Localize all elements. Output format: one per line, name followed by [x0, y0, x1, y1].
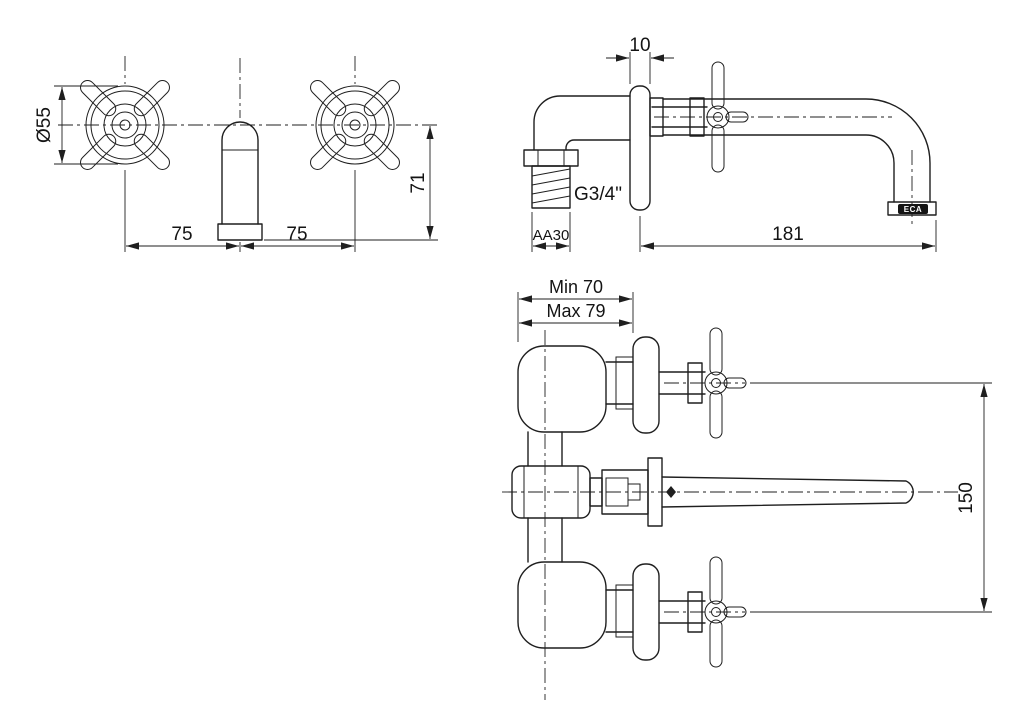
spout-reach-label: 181 — [772, 224, 804, 245]
thread-tail-side — [531, 165, 571, 209]
depth-min-label: Min 70 — [549, 277, 603, 297]
spacing-right-label: 75 — [286, 224, 307, 245]
top-elbow — [517, 345, 634, 433]
install-centerlines — [502, 330, 958, 700]
dim-center-distance: 150 — [750, 382, 992, 613]
bottom-elbow — [517, 561, 634, 649]
wall-plate-side — [629, 85, 651, 211]
depth-max-label: Max 79 — [546, 301, 605, 321]
spout-front — [217, 121, 263, 241]
dim-install-depth: Min 70 Max 79 — [517, 277, 634, 342]
spout-drop-label: 71 — [408, 172, 429, 193]
thread-size-label: G3/4" — [574, 184, 622, 205]
dim-plate-thickness: 10 — [606, 35, 674, 84]
installation-view: Min 70 Max 79 150 — [502, 277, 992, 700]
front-centerlines — [58, 56, 438, 126]
top-wall-plate — [632, 336, 660, 434]
side-centerlines — [654, 116, 913, 224]
inlet-body-side — [523, 95, 631, 167]
spout-installation — [647, 457, 914, 527]
top-handle — [658, 327, 747, 439]
front-view: Ø55 75 75 71 — [34, 56, 438, 252]
dim-tail-length: AA30 — [531, 212, 571, 252]
bottom-wall-plate — [632, 563, 660, 661]
tail-length-label: AA30 — [533, 227, 570, 244]
spacing-left-label: 75 — [171, 224, 192, 245]
aerator-dot — [666, 486, 676, 498]
handle-side — [651, 61, 749, 173]
plate-thickness-label: 10 — [629, 35, 650, 56]
mixer-body — [511, 431, 649, 563]
brand-label: ECA — [904, 205, 922, 214]
spout-side: ECA — [649, 97, 937, 216]
handle-diameter-label: Ø55 — [34, 107, 55, 143]
dim-spout-drop: 71 — [264, 126, 438, 241]
dim-handle-diameter: Ø55 — [34, 85, 118, 165]
center-distance-label: 150 — [956, 482, 977, 514]
side-view: G3/4" ECA 10 AA30 — [523, 35, 937, 252]
brand-badge: ECA — [898, 204, 928, 214]
bottom-handle — [658, 556, 747, 668]
dim-spout-reach: 181 — [639, 216, 937, 252]
